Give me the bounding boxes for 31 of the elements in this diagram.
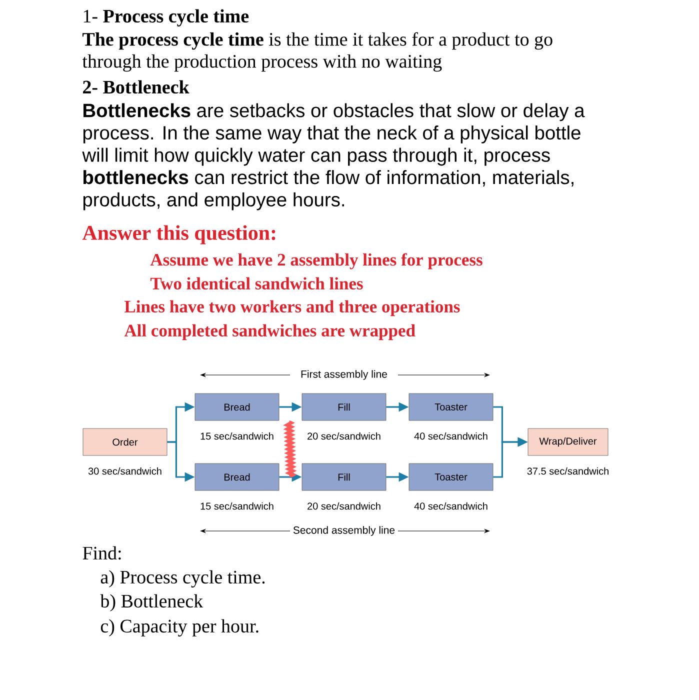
- question-text: Two identical sandwich lines: [150, 277, 363, 290]
- question-text: Lines have two workers and three operations: [124, 300, 460, 316]
- process-box: Fill: [302, 393, 386, 421]
- process-box: Wrap/Deliver: [528, 428, 608, 456]
- process-box: Bread: [194, 393, 280, 421]
- time-label: 37.5 sec/sandwich: [527, 467, 608, 475]
- question-item: c) Capacity per hour.: [100, 619, 258, 636]
- process-box: Toaster: [408, 463, 494, 491]
- question-text: Assume we have 2 assembly lines for process: [150, 253, 482, 270]
- paragraph-text: Bottlenecks are setbacks or obstacles that slow or delay a process. In the same way that the neck of a physical bottle will limit how quickly water can pass through it, process bottlenecks can restrict the flow of information, materials, products, and employee hours.: [82, 103, 585, 210]
- time-label: 30 sec/sandwich: [88, 467, 162, 475]
- process-box: Order: [82, 428, 168, 456]
- question-item: a) Process cycle time.: [100, 570, 265, 588]
- time-label: 40 sec/sandwich: [414, 432, 488, 440]
- question-text: All completed sandwiches are wrapped: [124, 324, 416, 340]
- process-box: Fill: [302, 463, 386, 491]
- find-text: Find:: [82, 546, 121, 560]
- heading-text: 2- Bottleneck: [83, 80, 190, 94]
- process-box: Bread: [194, 463, 280, 491]
- question-item: b) Bottleneck: [100, 594, 204, 612]
- time-label: 40 sec/sandwich: [414, 502, 488, 510]
- time-label: 15 sec/sandwich: [200, 432, 274, 440]
- heading-text: 1- Process cycle time: [84, 9, 249, 26]
- paragraph-text: The process cycle time is the time it takes for a product to go through the production process with no waiting: [82, 32, 552, 72]
- line-label: Second assembly line: [293, 526, 395, 536]
- line-label: First assembly line: [301, 370, 387, 380]
- time-label: 20 sec/sandwich: [308, 502, 380, 510]
- question-heading: Answer this question:: [82, 225, 276, 244]
- process-box: Toaster: [408, 393, 494, 421]
- time-label: 15 sec/sandwich: [200, 502, 274, 510]
- time-label: 20 sec/sandwich: [308, 432, 380, 440]
